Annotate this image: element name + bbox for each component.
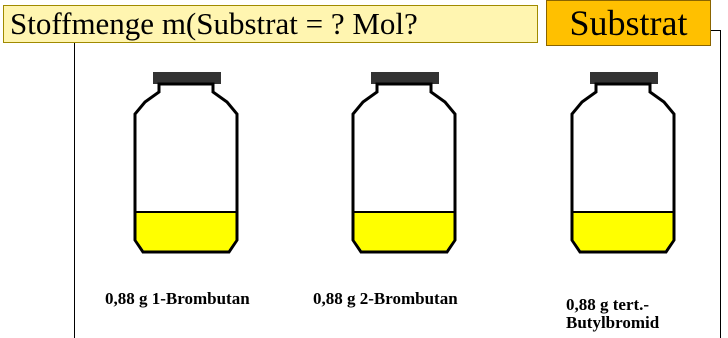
jar-body — [351, 82, 457, 254]
jar-liquid — [573, 212, 673, 251]
substrat-badge: Substrat — [546, 0, 711, 46]
jar-body — [570, 82, 676, 254]
jar-liquid — [354, 212, 454, 251]
jar-lid — [590, 72, 658, 84]
left-bracket-line — [74, 43, 75, 338]
jar-liquid — [136, 212, 236, 251]
right-bracket-top — [711, 30, 721, 31]
jar-label-tert-butylbromid-line2: Butylbromid — [566, 313, 660, 332]
jar-label-1-brombutan: 0,88 g 1-Brombutan — [105, 289, 250, 308]
right-bracket-line — [720, 30, 721, 338]
jar-body — [133, 82, 239, 254]
jar-lid — [371, 72, 439, 84]
jar-tert-butylbromid — [570, 72, 676, 254]
page-title: Stoffmenge m(Substrat = ? Mol? — [3, 5, 538, 43]
jar-2-brombutan — [351, 72, 457, 254]
jar-label-2-brombutan: 0,88 g 2-Brombutan — [313, 289, 458, 308]
jar-lid — [153, 72, 221, 84]
jar-1-brombutan — [133, 72, 239, 254]
jar-label-tert-butylbromid-line1: 0,88 g tert.- — [566, 295, 650, 314]
